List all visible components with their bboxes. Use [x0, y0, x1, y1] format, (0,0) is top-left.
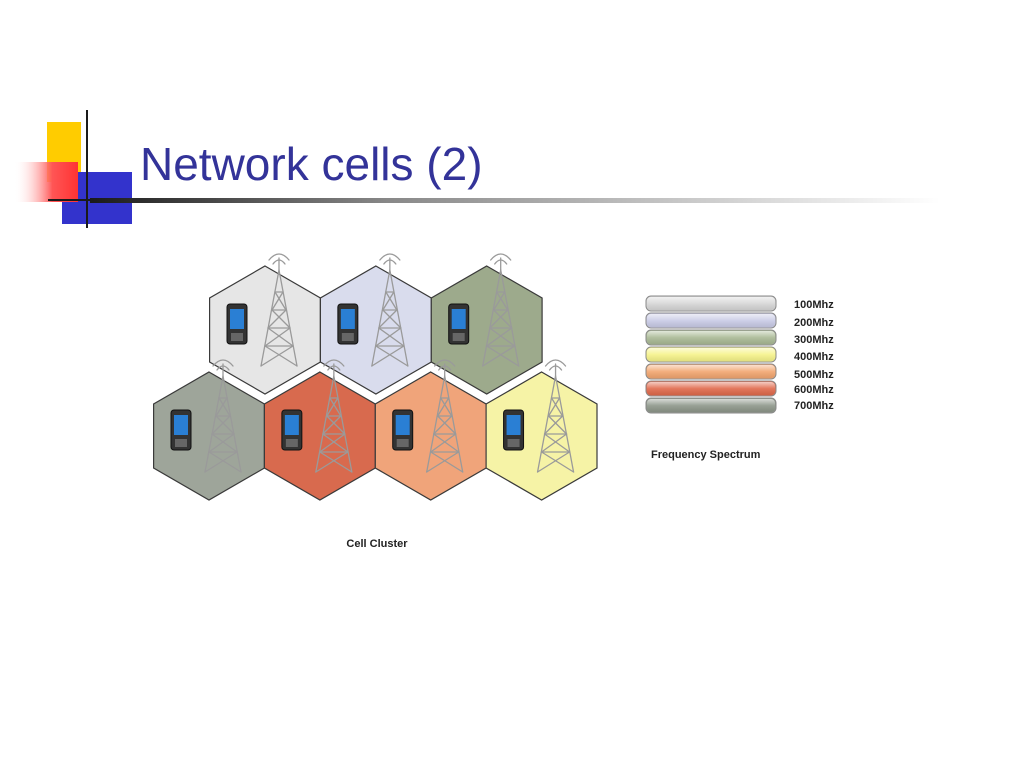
frequency-band-label: 400Mhz: [794, 351, 834, 363]
cell-cluster-diagram: Cell Cluster: [153, 253, 598, 550]
corner-decoration: [14, 110, 150, 228]
frequency-band-label: 300Mhz: [794, 334, 834, 346]
hex-cell: [208, 253, 321, 395]
mobile-phone-icon: [392, 409, 414, 451]
frequency-band-gloss: [647, 348, 775, 361]
frequency-band-gloss: [647, 365, 775, 378]
mobile-phone-icon: [170, 409, 192, 451]
mobile-phone-icon: [448, 303, 470, 345]
frequency-band-label: 700Mhz: [794, 400, 834, 412]
hex-cell: [319, 253, 432, 395]
mobile-phone-icon: [281, 409, 303, 451]
frequency-band-gloss: [647, 297, 775, 310]
frequency-band-gloss: [647, 382, 775, 395]
frequency-band-gloss: [647, 399, 775, 412]
frequency-band-label: 600Mhz: [794, 384, 834, 396]
mobile-phone-icon: [503, 409, 525, 451]
hex-cell: [485, 359, 598, 501]
frequency-band-label: 200Mhz: [794, 317, 834, 329]
frequency-spectrum-caption: Frequency Spectrum: [651, 449, 761, 461]
mobile-phone-icon: [226, 303, 248, 345]
frequency-band-gloss: [647, 331, 775, 344]
cell-cluster-caption: Cell Cluster: [346, 538, 408, 550]
red-square: [14, 162, 78, 202]
hex-cell: [430, 253, 543, 395]
frequency-band-label: 100Mhz: [794, 299, 834, 311]
slide-title: Network cells (2): [140, 138, 483, 190]
frequency-band-label: 500Mhz: [794, 369, 834, 381]
frequency-band-gloss: [647, 314, 775, 327]
title-underline: [90, 198, 940, 203]
mobile-phone-icon: [337, 303, 359, 345]
frequency-spectrum-legend: 100Mhz 200Mhz 300Mhz 400Mhz 500Mhz 600Mhz 700M…: [645, 295, 834, 461]
